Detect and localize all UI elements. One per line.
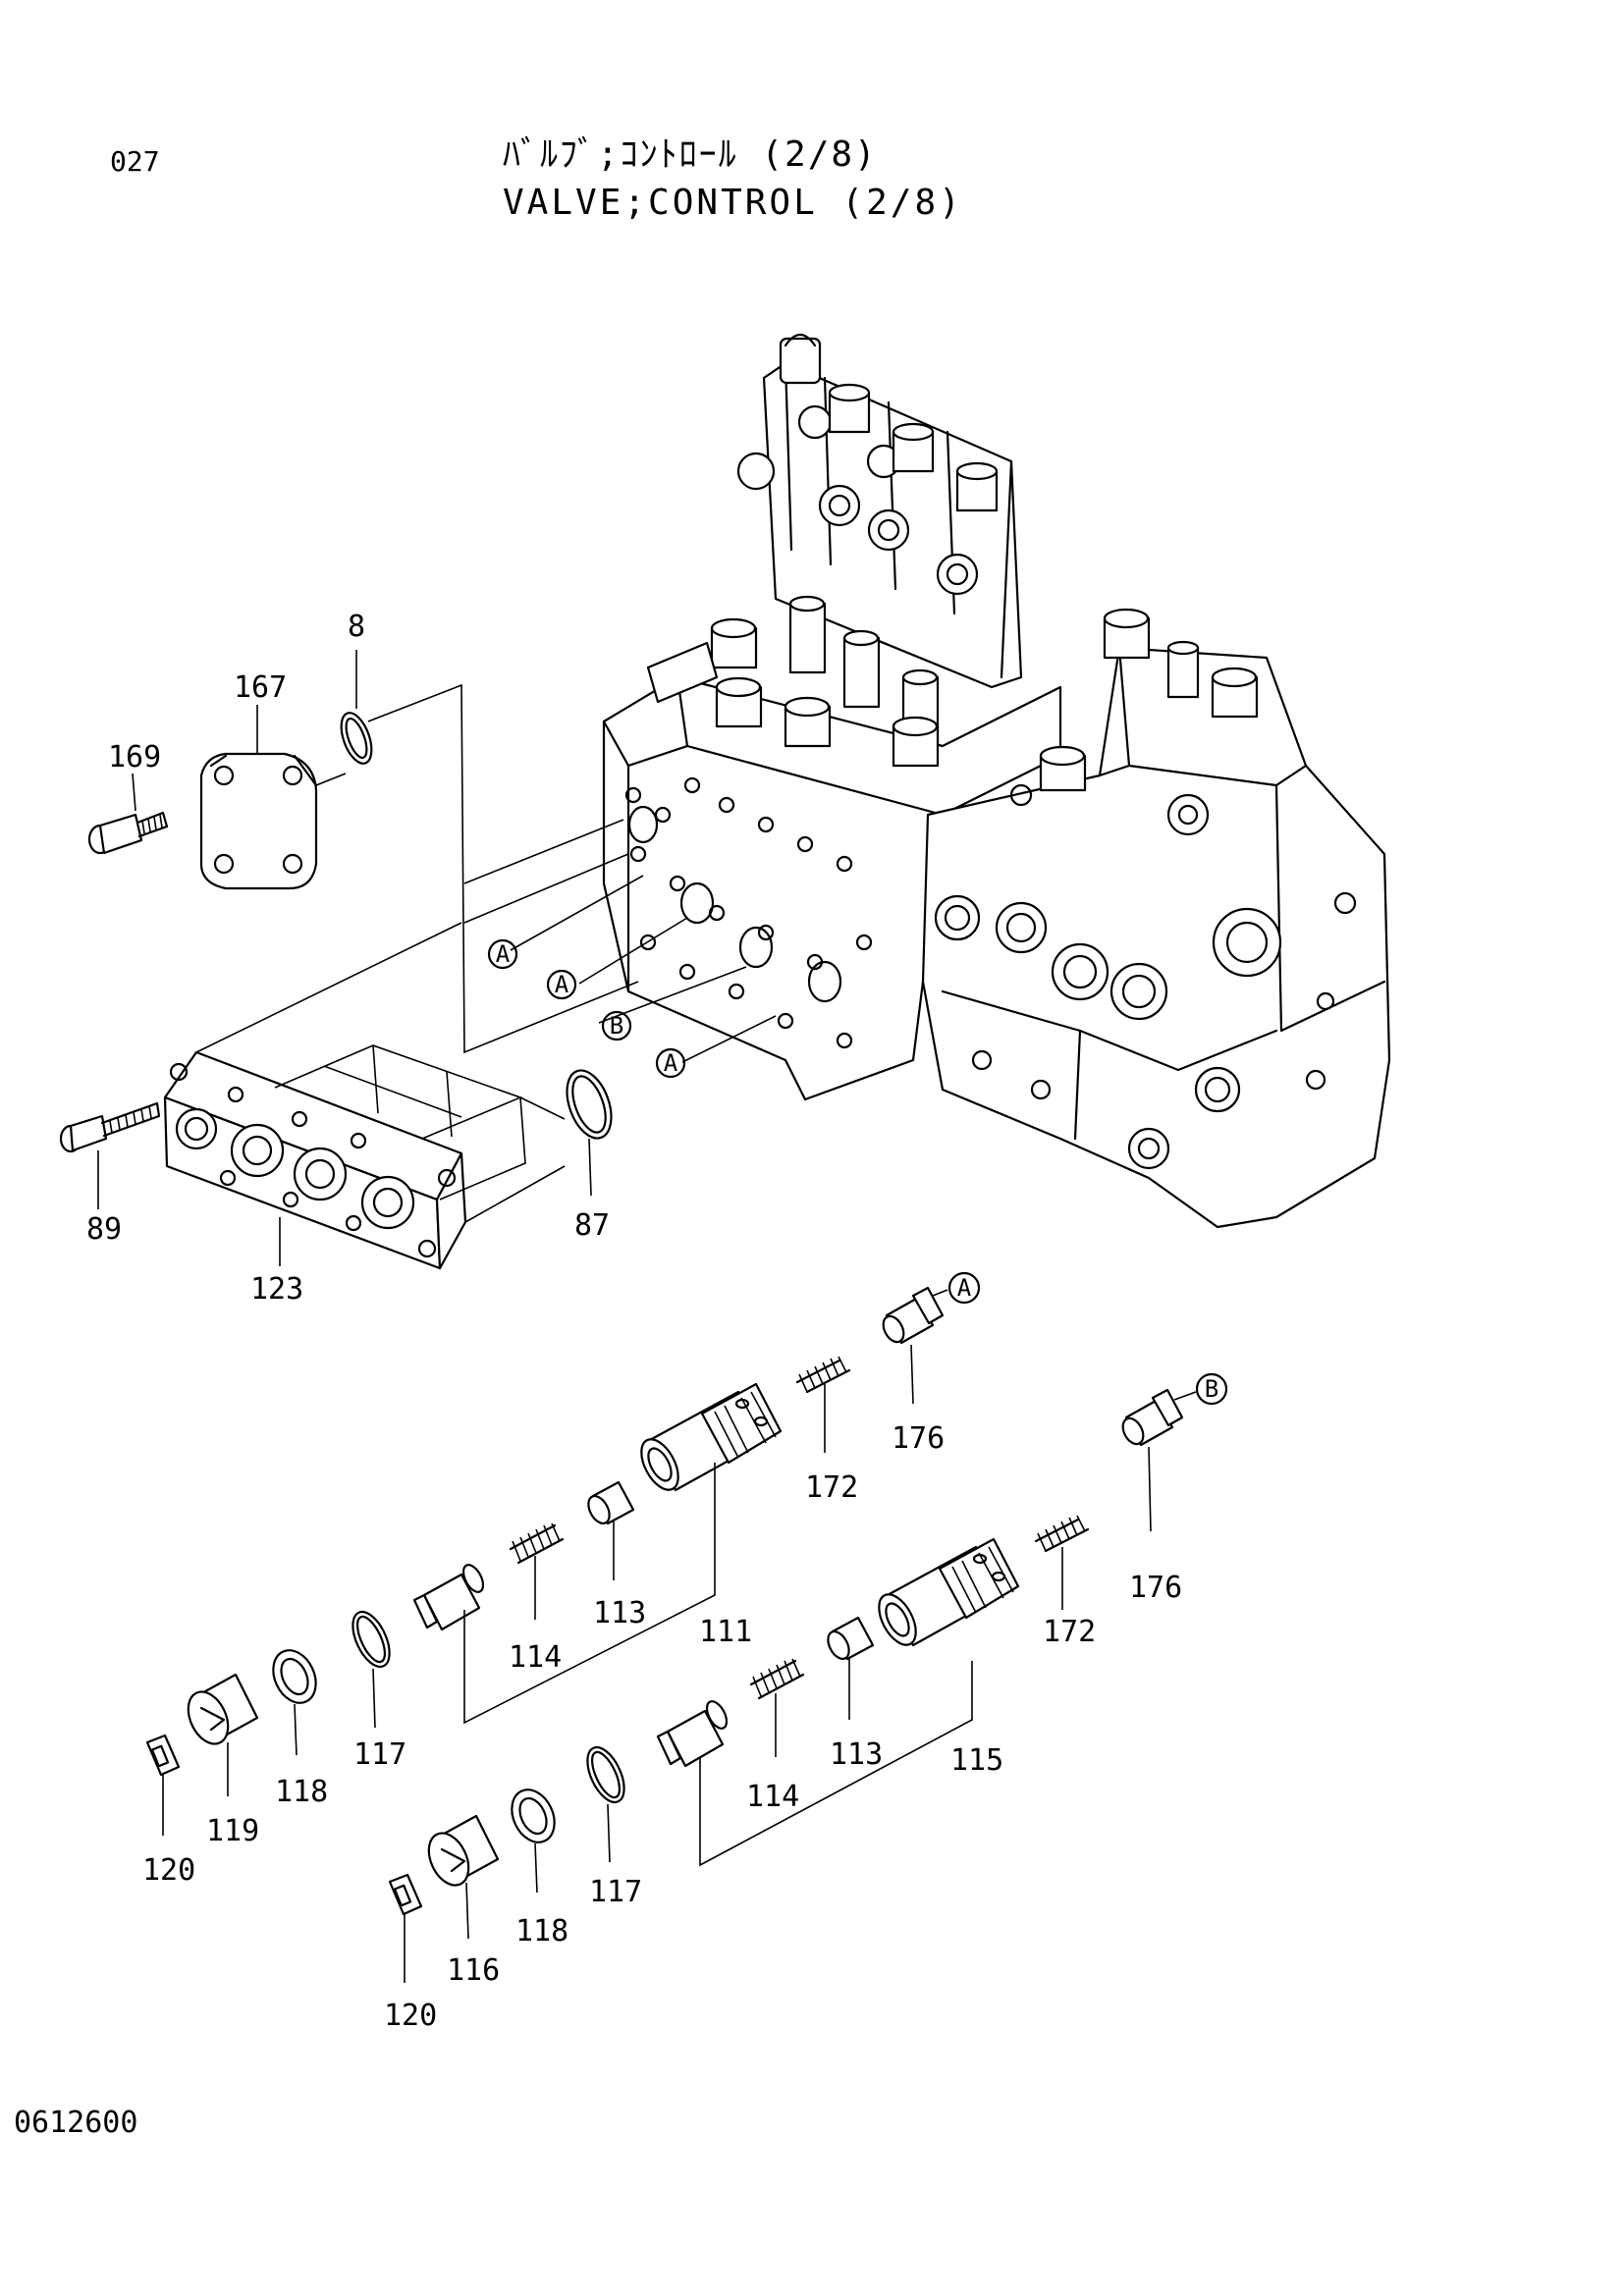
label-8: 8	[348, 610, 365, 644]
part-8-o-ring	[340, 712, 373, 765]
label-118-a: 118	[275, 1775, 328, 1809]
label-120-b: 120	[384, 1999, 437, 2033]
label-111: 111	[699, 1615, 752, 1649]
svg-text:A: A	[496, 940, 511, 968]
reference-markers: A A B A A B	[487, 938, 1228, 1406]
svg-text:A: A	[957, 1274, 972, 1302]
title-english: VALVE;CONTROL (2/8)	[503, 183, 963, 223]
label-118-b: 118	[515, 1914, 568, 1949]
ref-marker-a-2: A	[546, 969, 577, 1000]
title-japanese: ﾊﾞﾙﾌﾞ;ｺﾝﾄﾛｰﾙ (2/8)	[503, 134, 878, 175]
page-number: 027	[110, 145, 160, 178]
control-valve-body	[602, 333, 1391, 1229]
label-172-a: 172	[805, 1470, 858, 1505]
label-115: 115	[950, 1743, 1003, 1778]
label-113-b: 113	[830, 1737, 883, 1772]
label-89: 89	[86, 1212, 122, 1247]
label-114-a: 114	[509, 1640, 562, 1675]
svg-text:A: A	[664, 1049, 678, 1077]
spool-assembly-115	[388, 1388, 1184, 1916]
label-169: 169	[108, 740, 161, 774]
label-117-a: 117	[353, 1737, 406, 1772]
label-123: 123	[250, 1272, 303, 1307]
ref-marker-a-4: A	[932, 1271, 981, 1305]
label-87: 87	[574, 1208, 610, 1243]
spool-assembly-111	[145, 1286, 945, 1777]
ref-marker-b-2: B	[1173, 1372, 1228, 1406]
document-code: 0612600	[14, 2106, 138, 2140]
label-119: 119	[206, 1814, 259, 1848]
ref-marker-b-1: B	[601, 1010, 632, 1041]
svg-text:A: A	[555, 971, 569, 998]
label-176-a: 176	[892, 1421, 945, 1456]
part-123-cover-block	[163, 1044, 526, 1270]
part-89-bolt	[59, 1101, 161, 1153]
part-labels: 8 167 169 89 123 87 176 172 113 111 114 …	[86, 610, 1182, 2033]
label-167: 167	[234, 670, 287, 705]
label-114-b: 114	[746, 1780, 799, 1814]
label-172-b: 172	[1043, 1615, 1096, 1649]
label-120-a: 120	[142, 1853, 195, 1888]
svg-text:B: B	[610, 1012, 623, 1040]
part-167-flange	[199, 752, 318, 890]
label-113-a: 113	[593, 1596, 646, 1630]
svg-text:B: B	[1205, 1375, 1218, 1403]
label-117-b: 117	[589, 1875, 642, 1909]
part-169-bolt	[87, 811, 169, 855]
part-87-o-ring	[566, 1069, 613, 1140]
label-116: 116	[447, 1953, 500, 1988]
label-176-b: 176	[1129, 1571, 1182, 1605]
ref-marker-a-3: A	[655, 1047, 686, 1079]
ref-marker-a-1: A	[487, 938, 518, 970]
